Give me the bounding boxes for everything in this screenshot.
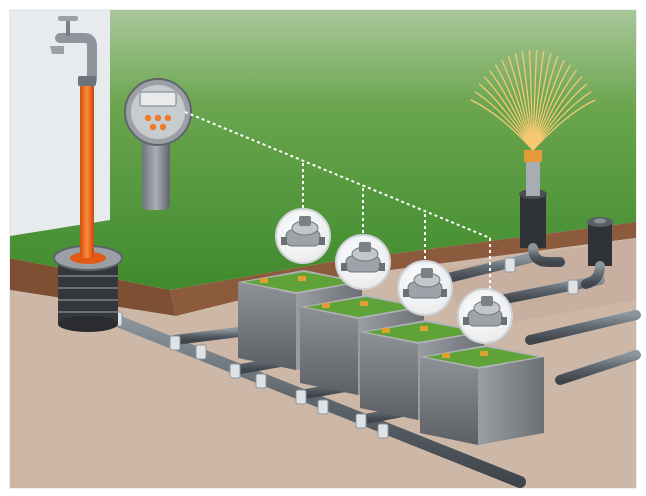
pipe-clamp bbox=[255, 373, 267, 389]
valve-box-green-top bbox=[244, 272, 356, 292]
controller-display bbox=[139, 91, 177, 107]
spray-jet bbox=[521, 51, 534, 151]
spray-jet bbox=[507, 55, 534, 151]
valve-box bbox=[420, 345, 544, 445]
valve-marker bbox=[382, 328, 390, 333]
orange-hose bbox=[80, 80, 94, 258]
solenoid-coil bbox=[359, 242, 371, 252]
valve-callout bbox=[335, 234, 391, 290]
spray-jet bbox=[489, 69, 534, 151]
valve-marker bbox=[420, 326, 428, 331]
well-basin bbox=[53, 245, 123, 332]
spray-jet bbox=[494, 64, 534, 151]
soil-cut-front bbox=[170, 222, 636, 316]
valve-marker bbox=[360, 301, 368, 306]
pipe-clamp bbox=[317, 399, 329, 415]
valve-port bbox=[379, 263, 385, 271]
spray-jet bbox=[532, 64, 572, 151]
outlet-pipe-4 bbox=[555, 350, 641, 385]
valve-callout bbox=[457, 288, 513, 344]
faucet-mount bbox=[50, 46, 64, 54]
pipe-clamp bbox=[377, 423, 389, 439]
spray-jet bbox=[528, 50, 534, 151]
solenoid-coil bbox=[299, 216, 311, 226]
spray-jet bbox=[532, 76, 583, 151]
valve-box-front bbox=[300, 307, 358, 395]
controller-button bbox=[159, 123, 167, 131]
sprinkler-riser bbox=[526, 160, 540, 196]
pipe-clamp bbox=[229, 363, 241, 379]
valve-box-front bbox=[238, 282, 296, 370]
valve-port bbox=[319, 237, 325, 245]
sprinkler-nozzle bbox=[524, 150, 542, 162]
spray-jet bbox=[532, 99, 596, 151]
valve-callout bbox=[275, 208, 331, 264]
valve-port bbox=[341, 263, 347, 271]
pipe-clamp bbox=[169, 335, 181, 351]
sprinkler-body bbox=[588, 222, 612, 266]
pipe-clamp bbox=[195, 344, 207, 360]
spray-jet bbox=[470, 99, 534, 151]
valve-marker bbox=[480, 351, 488, 356]
spray-jet bbox=[474, 91, 534, 151]
valve-box-green-top bbox=[426, 347, 538, 367]
water-spray bbox=[470, 50, 596, 151]
valve-port bbox=[501, 317, 507, 325]
faucet-spout bbox=[55, 33, 97, 85]
controller-button bbox=[149, 123, 157, 131]
spray-jet bbox=[532, 51, 545, 151]
spray-jet bbox=[532, 55, 559, 151]
faucet-handle bbox=[58, 16, 78, 21]
spray-jet bbox=[532, 91, 592, 151]
pipe-clamp bbox=[504, 257, 516, 273]
spray-jet bbox=[532, 69, 577, 151]
spray-jet bbox=[501, 59, 534, 151]
control-wire bbox=[184, 111, 491, 300]
valve-callouts bbox=[275, 208, 513, 344]
valve-box-front bbox=[420, 357, 478, 445]
valve-marker bbox=[298, 276, 306, 281]
solenoid-coil bbox=[421, 268, 433, 278]
valve-callout bbox=[397, 260, 453, 316]
valve-port bbox=[441, 289, 447, 297]
spray-jet bbox=[532, 83, 588, 151]
valve-port bbox=[403, 289, 409, 297]
spray-jet bbox=[532, 52, 552, 151]
valve-box-green-top bbox=[306, 297, 418, 317]
valve-box-side bbox=[478, 357, 544, 445]
valve-box-front bbox=[360, 332, 418, 420]
well-body bbox=[58, 262, 118, 324]
pipe-clamp bbox=[567, 279, 579, 295]
controller-button bbox=[144, 114, 152, 122]
spray-jet bbox=[478, 83, 534, 151]
controller-button bbox=[154, 114, 162, 122]
spray-jet bbox=[514, 52, 534, 151]
irrigation-controller bbox=[124, 78, 192, 210]
pipe-clamp bbox=[355, 413, 367, 429]
water-supply bbox=[50, 16, 97, 258]
solenoid-coil bbox=[481, 296, 493, 306]
controller-button bbox=[164, 114, 172, 122]
hose-connector bbox=[78, 76, 96, 86]
valve-port bbox=[463, 317, 469, 325]
spray-jet bbox=[483, 76, 534, 151]
popup-sprinkler-active bbox=[470, 50, 596, 267]
valve-marker bbox=[260, 278, 268, 283]
pipe-clamp bbox=[295, 389, 307, 405]
popup-sprinkler-retracted bbox=[581, 217, 613, 289]
valve-boxes bbox=[238, 270, 544, 445]
valve-port bbox=[281, 237, 287, 245]
sprinkler-body bbox=[520, 194, 546, 248]
valve-marker bbox=[322, 303, 330, 308]
spray-jet bbox=[532, 50, 538, 151]
valve-box-green-top bbox=[366, 322, 478, 342]
spray-jet bbox=[532, 59, 565, 151]
outlet-pipe-3 bbox=[525, 310, 641, 345]
valve-marker bbox=[442, 353, 450, 358]
